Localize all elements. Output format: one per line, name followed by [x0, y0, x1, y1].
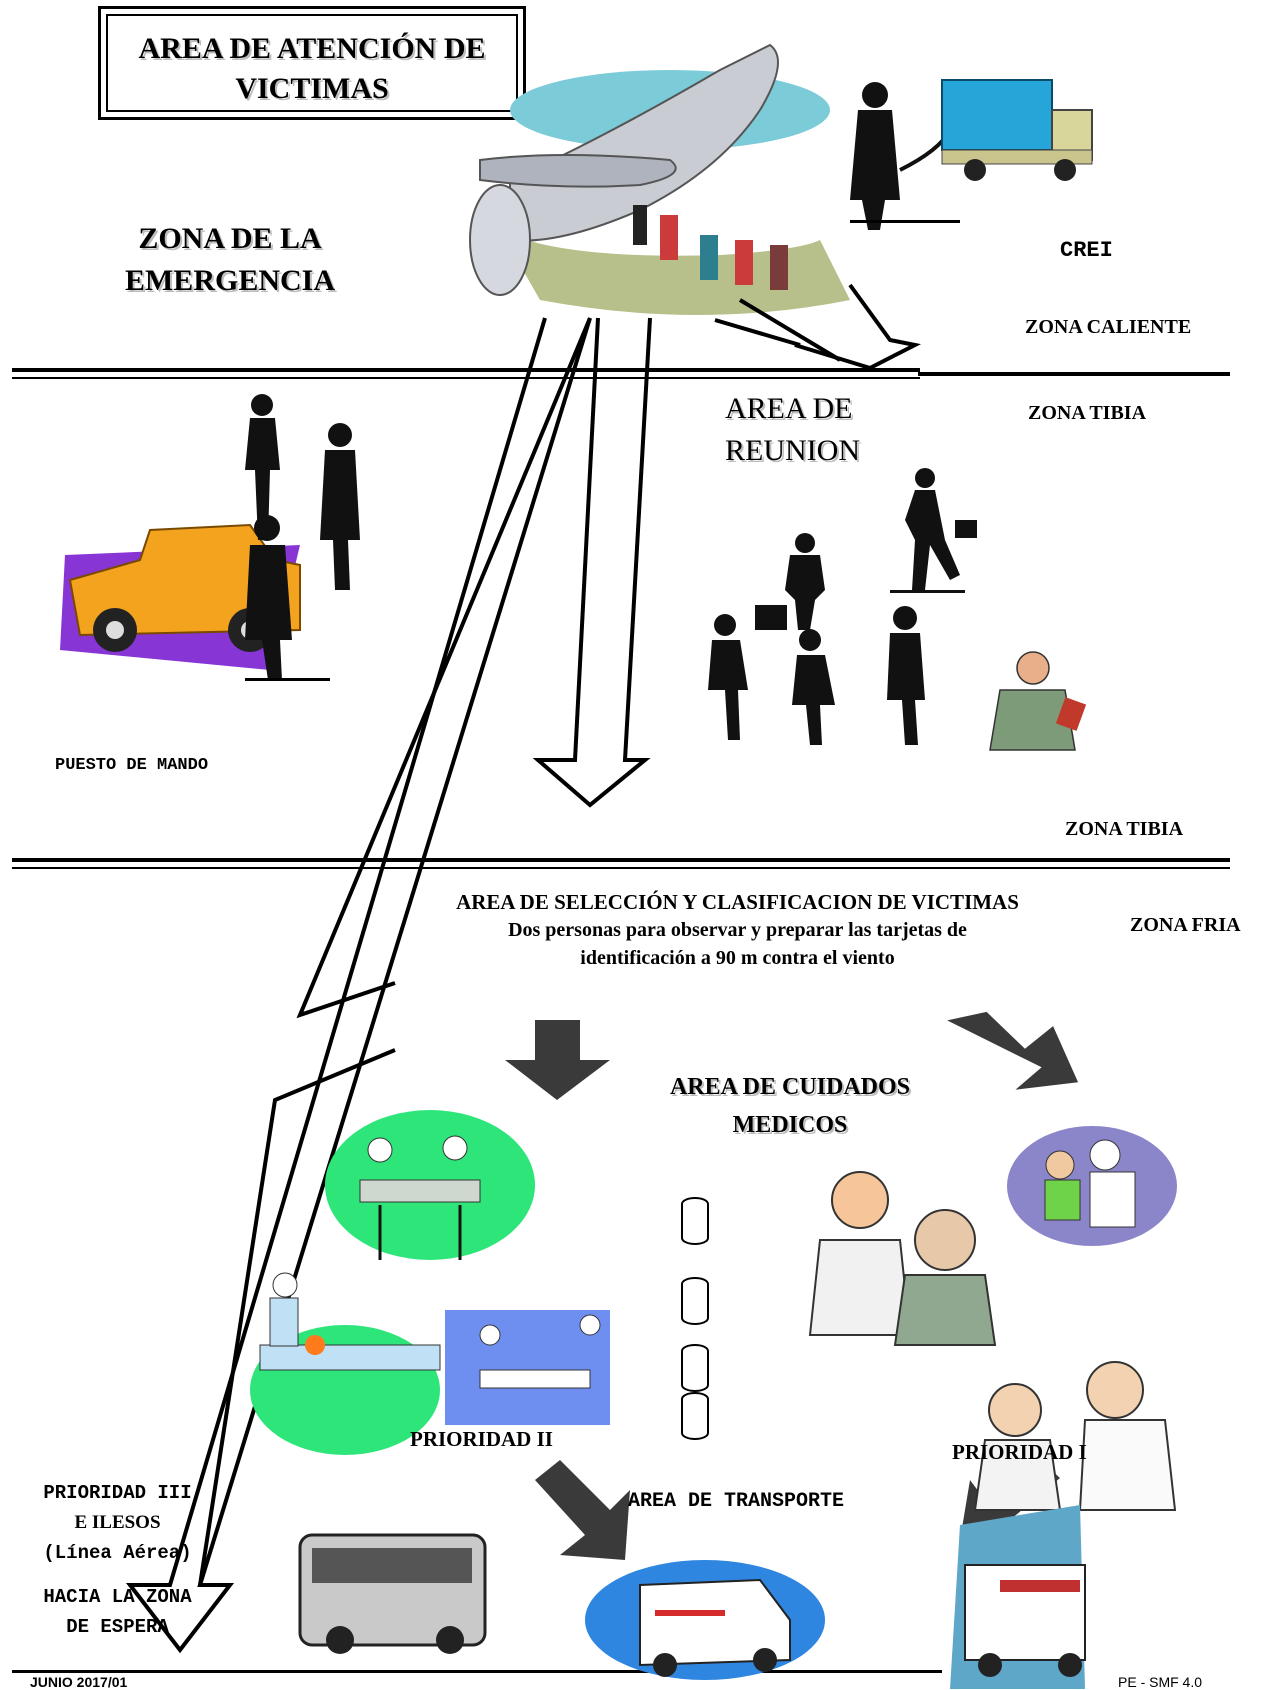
airplane-scene-image — [469, 43, 850, 315]
evacuation-arrows — [125, 283, 922, 1654]
priority-2-label: PRIORIDAD II — [410, 1427, 553, 1451]
zone-divider-cold — [12, 858, 1230, 862]
title-line-1: AREA DE ATENCIÓN DE — [138, 32, 486, 65]
priority-3-line-1: PRIORIDAD III — [43, 1482, 192, 1504]
ambulance-center-image — [585, 1560, 825, 1680]
zona-caliente-label: ZONA CALIENTE — [1025, 316, 1192, 338]
priority-3-block: PRIORIDAD III E ILESOS (Línea Aérea) HAC… — [20, 1478, 215, 1642]
priority-2-stretcher-images — [250, 1110, 610, 1455]
zona-tibia-top-label: ZONA TIBIA — [1028, 402, 1147, 424]
zone-divider-hot-right — [918, 372, 1230, 376]
crei-truck-image — [941, 79, 1093, 181]
area-seleccion-desc-1: Dos personas para observar y preparar la… — [508, 919, 967, 941]
command-post-image — [60, 394, 360, 681]
zona-emergencia-label: ZONA DE LA EMERGENCIA — [110, 218, 350, 302]
area-reunion-line-2: REUNION — [725, 434, 860, 467]
priority-1-doctor-images — [808, 1126, 1177, 1511]
priority-1-label: PRIORIDAD I — [952, 1440, 1087, 1464]
priority-3-line-4: HACIA LA ZONA — [43, 1586, 192, 1608]
area-seleccion-block: AREA DE SELECCIÓN Y CLASIFICACION DE VIC… — [405, 888, 1070, 972]
area-seleccion-title: AREA DE SELECCIÓN Y CLASIFICACION DE VIC… — [456, 890, 1019, 914]
zona-emergencia-line-1: ZONA DE LA — [138, 222, 322, 255]
footer-date: JUNIO 2017/01 — [30, 1674, 128, 1690]
title-box: AREA DE ATENCIÓN DE VICTIMAS — [98, 6, 526, 120]
zona-tibia-bottom-label: ZONA TIBIA — [1065, 818, 1184, 840]
area-seleccion-desc-2: identificación a 90 m contra el viento — [580, 947, 895, 969]
priority-3-line-3: (Línea Aérea) — [43, 1542, 192, 1564]
zona-emergencia-line-2: EMERGENCIA — [124, 264, 335, 297]
ambulance-right-image — [950, 1505, 1086, 1689]
title-line-2: VICTIMAS — [235, 72, 389, 105]
zone-divider-cold-inner — [12, 867, 1230, 869]
area-reunion-label: AREA DE REUNION — [725, 388, 860, 472]
priority-3-line-2: E ILESOS — [74, 1512, 161, 1533]
bus-image — [298, 1533, 487, 1654]
zone-divider-hot — [12, 368, 920, 372]
area-transporte-label: AREA DE TRANSPORTE — [628, 1490, 845, 1513]
footer-line — [12, 1670, 942, 1673]
zona-fria-label: ZONA FRIA — [1130, 914, 1241, 936]
cylinder-divider — [681, 1197, 709, 1440]
page-title: AREA DE ATENCIÓN DE VICTIMAS — [101, 29, 523, 109]
footer-code: PE - SMF 4.0 — [1118, 1674, 1203, 1690]
zone-divider-hot-inner — [12, 377, 920, 379]
crei-label: CREI — [1060, 238, 1113, 263]
area-cuidados-label: AREA DE CUIDADOS MEDICOS — [640, 1068, 940, 1144]
area-cuidados-line-2: MEDICOS — [732, 1112, 848, 1138]
puesto-mando-label: PUESTO DE MANDO — [55, 756, 209, 775]
area-reunion-line-1: AREA DE — [725, 392, 853, 425]
priority-3-line-5: DE ESPERA — [66, 1616, 169, 1638]
nurse-clipboard-image — [989, 651, 1087, 751]
area-cuidados-line-1: AREA DE CUIDADOS — [669, 1074, 911, 1100]
meeting-area-people-image — [708, 468, 977, 745]
